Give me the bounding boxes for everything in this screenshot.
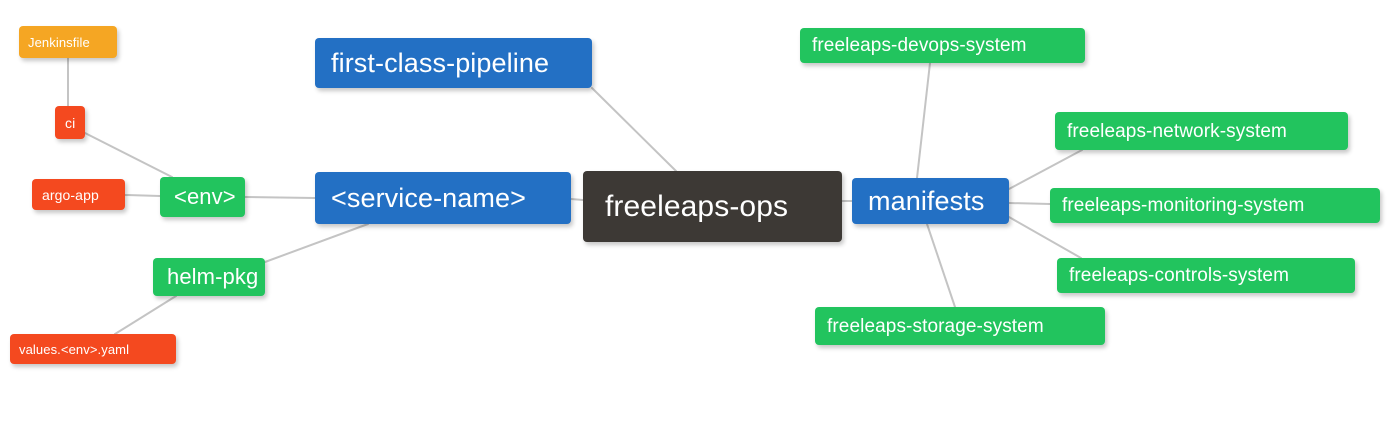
node-label-first-class-pipeline: first-class-pipeline bbox=[331, 47, 550, 78]
node-helm-pkg[interactable]: helm-pkg bbox=[153, 258, 265, 296]
node-ci[interactable]: ci bbox=[55, 106, 85, 139]
edge-manifests-to-freeleaps-network-system bbox=[1008, 149, 1083, 190]
edge-manifests-to-freeleaps-devops-system bbox=[916, 62, 931, 179]
edge-service-name-to-env bbox=[244, 196, 316, 199]
node-freeleaps-ops[interactable]: freeleaps-ops bbox=[583, 171, 842, 242]
node-label-freeleaps-monitoring-system: freeleaps-monitoring-system bbox=[1062, 195, 1305, 216]
edge-service-name-to-helm-pkg bbox=[264, 223, 369, 263]
node-label-freeleaps-storage-system: freeleaps-storage-system bbox=[827, 315, 1044, 337]
node-label-ci: ci bbox=[65, 114, 76, 131]
node-label-jenkinsfile: Jenkinsfile bbox=[28, 34, 90, 50]
edge-freeleaps-ops-to-first-class-pipeline bbox=[591, 87, 677, 172]
node-label-service-name: <service-name> bbox=[331, 182, 526, 213]
node-label-env: <env> bbox=[174, 184, 236, 209]
node-freeleaps-devops-system[interactable]: freeleaps-devops-system bbox=[800, 28, 1085, 63]
node-manifests[interactable]: manifests bbox=[852, 178, 1009, 224]
node-label-freeleaps-network-system: freeleaps-network-system bbox=[1067, 120, 1287, 142]
node-label-values-yaml: values.<env>.yaml bbox=[19, 341, 130, 357]
edge-env-to-ci bbox=[84, 132, 173, 178]
node-env[interactable]: <env> bbox=[160, 177, 245, 217]
edge-manifests-to-freeleaps-storage-system bbox=[926, 223, 956, 308]
edge-manifests-to-freeleaps-monitoring-system bbox=[1008, 202, 1051, 205]
node-freeleaps-network-system[interactable]: freeleaps-network-system bbox=[1055, 112, 1348, 150]
node-label-argo-app: argo-app bbox=[42, 186, 99, 203]
node-label-freeleaps-controls-system: freeleaps-controls-system bbox=[1069, 265, 1290, 286]
node-label-freeleaps-devops-system: freeleaps-devops-system bbox=[812, 35, 1027, 56]
edge-freeleaps-ops-to-service-name bbox=[570, 198, 584, 201]
node-label-freeleaps-ops: freeleaps-ops bbox=[605, 189, 789, 223]
node-argo-app[interactable]: argo-app bbox=[32, 179, 125, 210]
node-freeleaps-storage-system[interactable]: freeleaps-storage-system bbox=[815, 307, 1105, 345]
edge-manifests-to-freeleaps-controls-system bbox=[1008, 216, 1082, 259]
edge-helm-pkg-to-values-yaml bbox=[114, 295, 177, 335]
node-jenkinsfile[interactable]: Jenkinsfile bbox=[19, 26, 117, 58]
node-first-class-pipeline[interactable]: first-class-pipeline bbox=[315, 38, 592, 88]
node-service-name[interactable]: <service-name> bbox=[315, 172, 571, 224]
edge-env-to-argo-app bbox=[124, 194, 161, 197]
node-freeleaps-monitoring-system[interactable]: freeleaps-monitoring-system bbox=[1050, 188, 1380, 223]
node-label-manifests: manifests bbox=[868, 185, 985, 216]
node-freeleaps-controls-system[interactable]: freeleaps-controls-system bbox=[1057, 258, 1355, 293]
node-values-yaml[interactable]: values.<env>.yaml bbox=[10, 334, 176, 364]
node-label-helm-pkg: helm-pkg bbox=[167, 264, 259, 289]
